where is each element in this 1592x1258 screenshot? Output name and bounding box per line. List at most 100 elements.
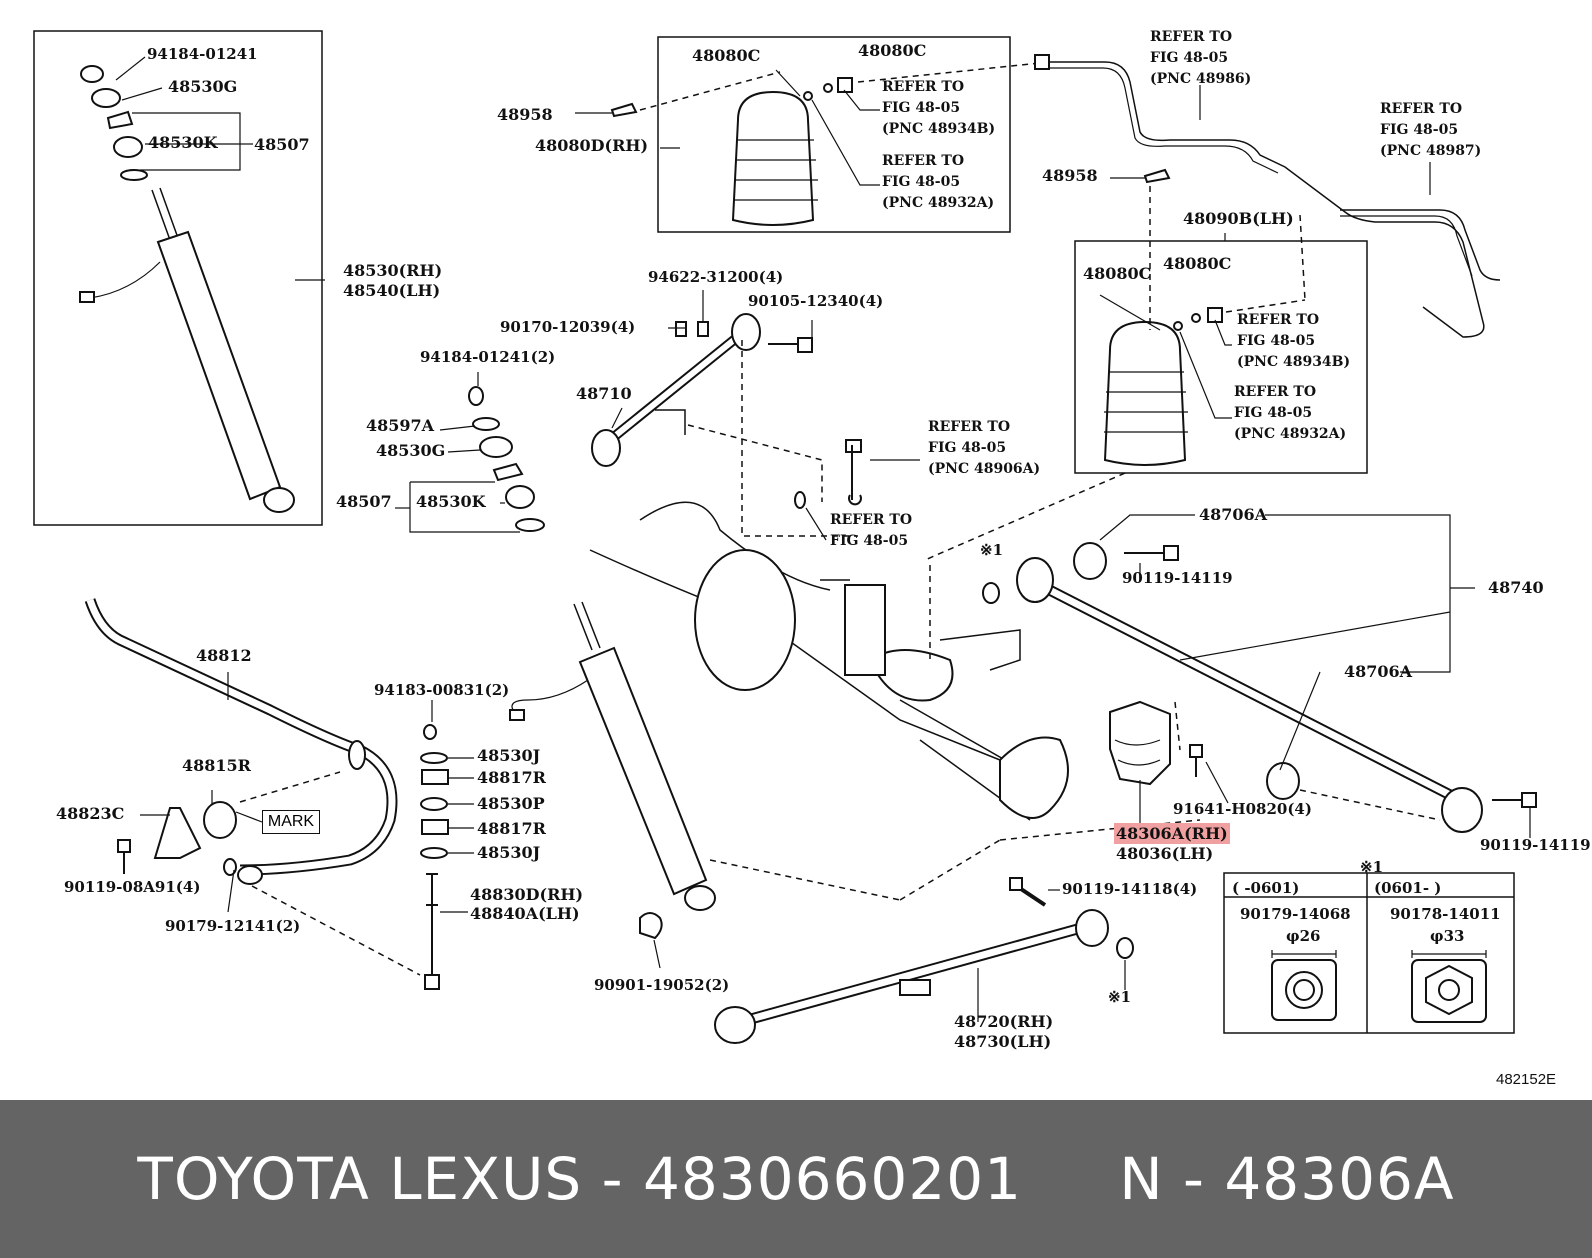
- callout-48817R: 48817R: [477, 768, 546, 787]
- diagram-code: 482152E: [1496, 1071, 1557, 1088]
- ref-48906A: (PNC 48906A): [928, 461, 1041, 477]
- callout-48720: 48720(RH): [954, 1012, 1054, 1031]
- ref-48932A: FIG 48-05: [882, 174, 961, 190]
- ref-48932A: (PNC 48932A): [1234, 426, 1347, 442]
- callout-48740: 48740: [1488, 578, 1544, 597]
- callout-90179-12141: 90179-12141(2): [165, 917, 301, 935]
- callout-48530P: 48530P: [477, 794, 545, 813]
- shock-absorber-icon: [156, 230, 282, 501]
- ref-48934B: (PNC 48934B): [882, 121, 996, 137]
- highlighted-part-number[interactable]: 48306A(RH): [1114, 823, 1230, 844]
- callout-48710: 48710: [576, 384, 632, 403]
- callout-94184-01241-2: 94184-01241(2): [420, 348, 556, 366]
- ref-48934B: (PNC 48934B): [1237, 354, 1351, 370]
- callout-90119-08A91: 90119-08A91(4): [64, 878, 201, 896]
- callout-48080C: 48080C: [1083, 264, 1152, 283]
- callout-48540-lh: 48540(LH): [343, 281, 441, 300]
- ref-48934B: FIG 48-05: [1237, 333, 1316, 349]
- nut-table-dia-1: φ26: [1286, 927, 1321, 945]
- nut-table-range-2: (0601- ): [1374, 879, 1442, 897]
- callout-90119-14118: 90119-14118(4): [1062, 880, 1198, 898]
- ref-48987: FIG 48-05: [1380, 122, 1459, 138]
- ref-48986: FIG 48-05: [1150, 50, 1229, 66]
- callout-48530J: 48530J: [477, 746, 541, 765]
- star-note: ※1: [1108, 988, 1132, 1006]
- ref-48934B: REFER TO: [1237, 312, 1320, 328]
- callout-48090B: 48090B(LH): [1183, 209, 1294, 228]
- callout-48530-rh: 48530(RH): [343, 261, 443, 280]
- callout-94184-01241: 94184-01241: [147, 45, 258, 63]
- callout-48830D: 48830D(RH): [470, 885, 584, 904]
- callout-48530K: 48530K: [416, 492, 486, 511]
- callout-48706A: 48706A: [1199, 505, 1268, 524]
- ref-48932A: REFER TO: [882, 153, 965, 169]
- ref-fig-48-05: REFER TO: [830, 512, 913, 528]
- callout-48812: 48812: [196, 646, 252, 665]
- ref-48987: (PNC 48987): [1380, 143, 1482, 159]
- shock-absorber-icon: [578, 646, 708, 896]
- bushing-icon: [1441, 787, 1483, 833]
- callout-90119-14119: 90119-14119: [1480, 836, 1591, 854]
- callout-90901-19052: 90901-19052(2): [594, 976, 730, 994]
- callout-48080C: 48080C: [1163, 254, 1232, 273]
- footer-bar: TOYOTA LEXUS - 4830660201 N - 48306A: [0, 1100, 1592, 1258]
- nut-table-dia-2: φ33: [1430, 927, 1465, 945]
- ref-48934B: FIG 48-05: [882, 100, 961, 116]
- footer-part-number: TOYOTA LEXUS - 4830660201: [137, 1145, 1023, 1213]
- callout-48840A: 48840A(LH): [470, 904, 580, 923]
- footer-pnc: N - 48306A: [1119, 1145, 1455, 1213]
- nut-table-part-1: 90179-14068: [1240, 905, 1351, 923]
- callout-48507: 48507: [336, 492, 392, 511]
- lh-bellows-box: [1074, 240, 1368, 474]
- ref-48906A: REFER TO: [928, 419, 1011, 435]
- callout-48530G: 48530G: [376, 441, 446, 460]
- nut-table-part-2: 90178-14011: [1390, 905, 1501, 923]
- rh-bellows-box: [657, 36, 1011, 233]
- callout-48815R: 48815R: [182, 756, 251, 775]
- ref-48987: REFER TO: [1380, 101, 1463, 117]
- star-note: ※1: [980, 541, 1004, 559]
- ref-48932A: FIG 48-05: [1234, 405, 1313, 421]
- callout-48080D: 48080D(RH): [535, 136, 649, 155]
- shock-inset-box: [33, 30, 323, 526]
- callout-94622-31200: 94622-31200(4): [648, 268, 784, 286]
- ref-48986: (PNC 48986): [1150, 71, 1252, 87]
- ref-48932A: (PNC 48932A): [882, 195, 995, 211]
- callout-48530K: 48530K: [148, 133, 218, 152]
- exploded-diagram: 94184-01241 48530G 48530K 48507 48530(RH…: [33, 30, 1591, 1088]
- bushing-icon: [731, 313, 761, 351]
- callout-48597A: 48597A: [366, 416, 435, 435]
- callout-48730: 48730(LH): [954, 1032, 1052, 1051]
- air-spring-bellows-icon: [731, 90, 815, 226]
- callout-90105-12340: 90105-12340(4): [748, 292, 884, 310]
- bushing-icon: [1016, 557, 1054, 603]
- callout-48080C: 48080C: [692, 46, 761, 65]
- callout-90170-12039: 90170-12039(4): [500, 318, 636, 336]
- callout-48530G: 48530G: [168, 77, 238, 96]
- star-note: ※1: [1360, 858, 1384, 876]
- callout-48530J: 48530J: [477, 843, 541, 862]
- ref-48932A: REFER TO: [1234, 384, 1317, 400]
- callout-48958: 48958: [1042, 166, 1098, 185]
- callout-48823C: 48823C: [56, 804, 125, 823]
- stabilizer-bar-icon: [84, 598, 398, 876]
- mark-box: MARK: [262, 810, 320, 834]
- bushing-icon: [591, 429, 621, 467]
- callout-90119-14119: 90119-14119: [1122, 569, 1233, 587]
- ref-fig-48-05: FIG 48-05: [830, 533, 909, 549]
- callout-48958: 48958: [497, 105, 553, 124]
- callout-48817R: 48817R: [477, 819, 546, 838]
- nut-icon: [80, 65, 104, 83]
- callout-48036: 48036(LH): [1116, 844, 1214, 863]
- callout-48080C: 48080C: [858, 41, 927, 60]
- bump-stopper-icon: [1109, 700, 1171, 786]
- nut-table-range-1: ( -0601): [1232, 879, 1300, 897]
- air-line-icon: [1045, 61, 1485, 338]
- callout-91641-H0820: 91641-H0820(4): [1173, 800, 1312, 818]
- callout-48706A: 48706A: [1344, 662, 1413, 681]
- callout-48507: 48507: [254, 135, 310, 154]
- callout-48306A-highlighted[interactable]: 48306A(RH): [1114, 823, 1230, 844]
- ref-48934B: REFER TO: [882, 79, 965, 95]
- nut-table-box: [1223, 872, 1515, 1034]
